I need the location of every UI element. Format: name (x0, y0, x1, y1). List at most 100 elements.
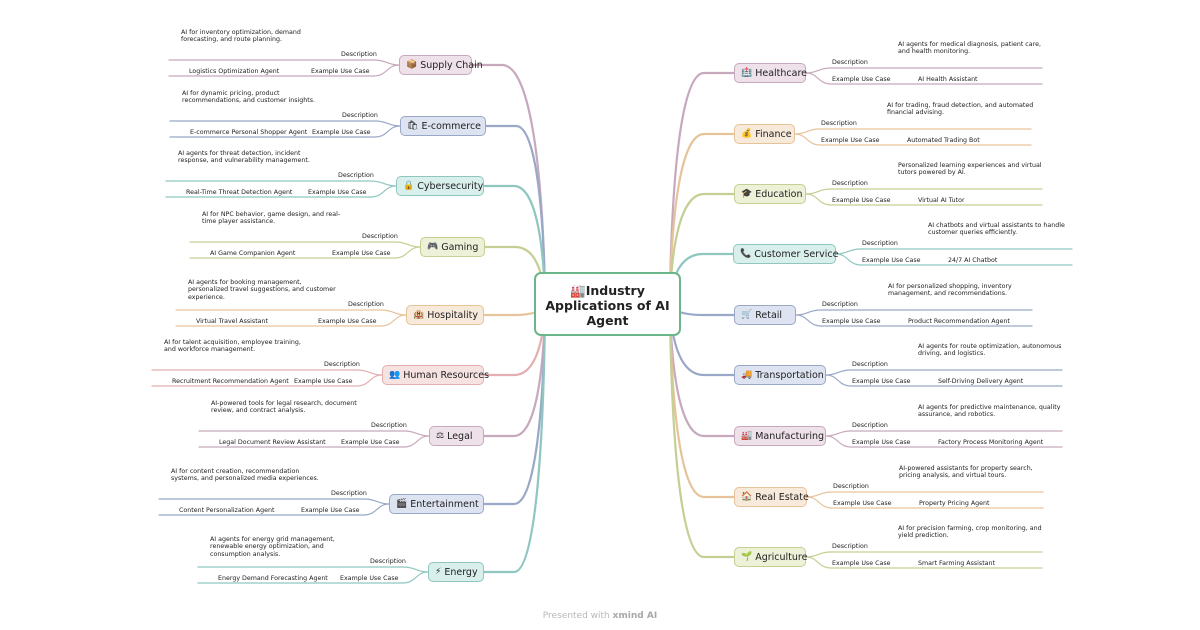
example-text: Self-Driving Delivery Agent (938, 378, 1024, 385)
example-label: Example Use Case (852, 378, 911, 385)
example-label: Example Use Case (311, 68, 370, 75)
description-label: Description (370, 558, 406, 565)
example-text: Virtual AI Tutor (918, 197, 965, 204)
example-text: AI Health Assistant (918, 76, 978, 83)
description-label: Description (338, 172, 374, 179)
description-label: Description (832, 543, 868, 550)
branch-transportation[interactable]: 🚚Transportation (734, 365, 826, 385)
description-label: Description (833, 483, 869, 490)
example-label: Example Use Case (822, 318, 881, 325)
example-connector-supply-chain (168, 64, 400, 77)
description-text: AI for inventory optimization, demand fo… (181, 29, 301, 44)
branch-label: Education (755, 188, 803, 200)
example-connector-hospitality (175, 314, 407, 327)
branch-cybersecurity[interactable]: 🔒Cybersecurity (396, 176, 484, 196)
example-text: Smart Farming Assistant (918, 560, 995, 567)
plant-icon: 🌱 (741, 551, 753, 562)
branch-connector-healthcare (668, 71, 736, 306)
example-text: Legal Document Review Assistant (219, 439, 326, 446)
description-label: Description (852, 361, 888, 368)
description-text: AI for NPC behavior, game design, and re… (202, 211, 341, 226)
branch-agriculture[interactable]: 🌱Agriculture (734, 547, 808, 567)
desc-connector-transportation (825, 369, 1063, 376)
example-label: Example Use Case (833, 500, 892, 507)
footer-credit: Presented with xmind AI (542, 611, 658, 621)
branch-gaming[interactable]: 🎮Gaming (420, 237, 485, 257)
branch-customer-service[interactable]: 📞Customer Service (733, 244, 839, 264)
graduation-cap-icon: 🎓 (741, 188, 753, 199)
example-text: Automated Trading Bot (907, 137, 980, 144)
description-text: AI agents for medical diagnosis, patient… (898, 41, 1041, 56)
branch-label: Energy (444, 566, 478, 578)
example-label: Example Use Case (821, 137, 880, 144)
description-label: Description (341, 51, 377, 58)
desc-connector-customer-service (835, 248, 1073, 255)
branch-label: Transportation (755, 369, 824, 381)
example-text: Content Personalization Agent (179, 507, 275, 514)
branch-label: Agriculture (755, 551, 808, 563)
example-label: Example Use Case (832, 197, 891, 204)
example-connector-gaming (189, 246, 421, 259)
example-label: Example Use Case (852, 439, 911, 446)
description-text: AI for personalized shopping, inventory … (888, 283, 1012, 298)
lock-icon: 🔒 (403, 180, 415, 191)
example-connector-education (805, 193, 1043, 206)
branch-e-commerce[interactable]: 🛍E-commerce (400, 116, 486, 136)
example-text: Recruitment Recommendation Agent (172, 378, 289, 385)
branch-label: Human Resources (403, 369, 490, 381)
branch-supply-chain[interactable]: 📦Supply Chain (399, 55, 483, 75)
hospital-icon: 🏥 (741, 67, 753, 78)
example-label: Example Use Case (294, 378, 353, 385)
central-topic[interactable]: 🏭Industry Applications of AI Agent (534, 272, 681, 336)
branch-human-resources[interactable]: 👥Human Resources (382, 365, 489, 385)
example-connector-human-resources (151, 374, 383, 387)
example-text: Energy Demand Forecasting Agent (218, 575, 328, 582)
example-connector-real-estate (806, 496, 1044, 509)
branch-education[interactable]: 🎓Education (734, 184, 806, 204)
description-text: AI-powered assistants for property searc… (899, 465, 1033, 480)
example-label: Example Use Case (341, 439, 400, 446)
description-text: AI for trading, fraud detection, and aut… (887, 102, 1034, 117)
branch-hospitality[interactable]: 🏨Hospitality (406, 305, 484, 325)
hotel-icon: 🏨 (413, 309, 425, 320)
desc-connector-finance (794, 128, 1032, 135)
branch-real-estate[interactable]: 🏠Real Estate (734, 487, 809, 507)
description-label: Description (331, 490, 367, 497)
branch-entertainment[interactable]: 🎬Entertainment (389, 494, 484, 514)
description-label: Description (348, 301, 384, 308)
example-connector-healthcare (805, 72, 1043, 85)
branch-label: Retail (755, 309, 783, 321)
example-connector-transportation (825, 374, 1063, 387)
description-text: AI for dynamic pricing, product recommen… (182, 90, 315, 105)
branch-manufacturing[interactable]: 🏭Manufacturing (734, 426, 826, 446)
example-text: 24/7 AI Chatbot (948, 257, 998, 264)
example-text: Virtual Travel Assistant (196, 318, 268, 325)
branch-label: Customer Service (754, 248, 839, 260)
example-text: Product Recommendation Agent (908, 318, 1010, 325)
factory-icon: 🏭 (741, 430, 753, 441)
branch-healthcare[interactable]: 🏥Healthcare (734, 63, 808, 83)
description-label: Description (371, 422, 407, 429)
central-title-line2: Applications of AI (545, 298, 670, 313)
example-label: Example Use Case (862, 257, 921, 264)
branch-finance[interactable]: 💰Finance (734, 124, 795, 144)
factory-icon: 🏭 (570, 283, 586, 298)
example-connector-manufacturing (825, 435, 1063, 448)
branch-label: Cybersecurity (417, 180, 484, 192)
description-text: AI for precision farming, crop monitorin… (898, 525, 1042, 540)
description-text: AI agents for predictive maintenance, qu… (918, 404, 1061, 419)
description-label: Description (342, 112, 378, 119)
branch-energy[interactable]: ⚡Energy (428, 562, 484, 582)
description-text: AI agents for energy grid management, re… (210, 536, 335, 558)
branch-retail[interactable]: 🛒Retail (734, 305, 796, 325)
example-connector-finance (794, 133, 1032, 146)
example-connector-cybersecurity (165, 185, 397, 198)
branch-connector-agriculture (668, 302, 736, 559)
branch-legal[interactable]: ⚖Legal (429, 426, 484, 446)
example-text: Logistics Optimization Agent (189, 68, 280, 75)
desc-connector-healthcare (805, 67, 1043, 74)
branch-label: Healthcare (755, 67, 808, 79)
description-label: Description (822, 301, 858, 308)
money-icon: 💰 (741, 128, 753, 139)
desc-connector-gaming (189, 241, 421, 248)
